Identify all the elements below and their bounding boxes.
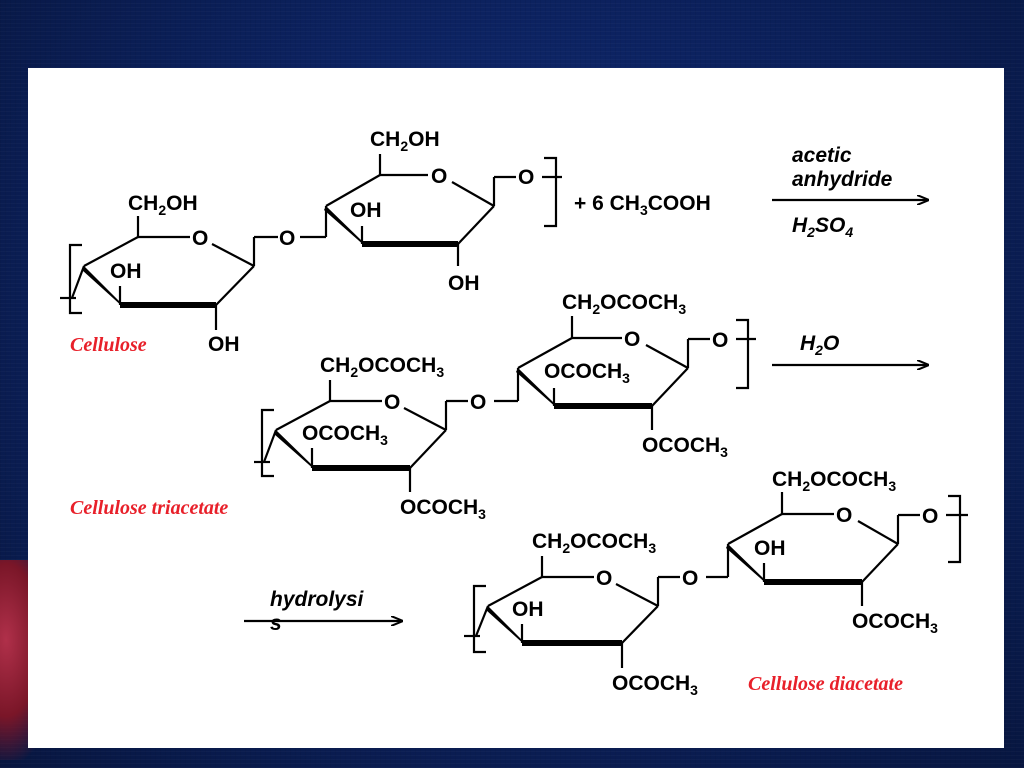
- triacetate-oac-2b: OCOCH3: [642, 434, 728, 460]
- cellulose-bracket-left: [68, 243, 82, 315]
- diacetate-bracket-right: [948, 494, 962, 564]
- triacetate-bracket-right: [736, 318, 750, 390]
- cellulose-ch2oh-1: CH2OH: [128, 192, 198, 218]
- cellulose-oh-1b: OH: [208, 333, 240, 356]
- condition-acetic: acetic: [792, 144, 852, 167]
- cellulose-oh-2a: OH: [350, 199, 382, 222]
- diacetate-ring-o-2: O: [836, 504, 852, 527]
- diacetate-oh-1: OH: [512, 598, 544, 621]
- cellulose-structure: CH2OH O OH OH O CH2OH O OH OH O Cellulos…: [60, 128, 562, 356]
- triacetate-structure: CH2OCOCH3 O OCOCH3 OCOCH3 O CH2OCOCH3 O …: [70, 291, 756, 522]
- diacetate-oh-2: OH: [754, 537, 786, 560]
- diacetate-ring-2: [706, 492, 968, 606]
- reaction-scheme: CH2OH O OH OH O CH2OH O OH OH O Cellulos…: [60, 128, 968, 698]
- triacetate-bracket-left: [260, 408, 274, 478]
- triacetate-ring-o-2: O: [624, 328, 640, 351]
- cellulose-bridge-o: O: [279, 227, 295, 250]
- triacetate-end-o: O: [712, 329, 728, 352]
- triacetate-ring-o-1: O: [384, 391, 400, 414]
- diacetate-bridge-o: O: [682, 567, 698, 590]
- cellulose-bracket-right: [544, 156, 558, 228]
- diacetate-ch2oac-2: CH2OCOCH3: [772, 468, 896, 494]
- cellulose-ch2oh-2: CH2OH: [370, 128, 440, 154]
- diacetate-structure: CH2OCOCH3 O OH OCOCH3 O CH2OCOCH3 O OH O…: [464, 468, 968, 698]
- condition-hydrolysis-2: s: [270, 612, 282, 635]
- diacetate-ring-o-1: O: [596, 567, 612, 590]
- triacetate-oac-1a: OCOCH3: [302, 422, 388, 448]
- cellulose-ring-2: [300, 154, 562, 266]
- cellulose-ring-o-1: O: [192, 227, 208, 250]
- triacetate-oac-2a: OCOCH3: [544, 360, 630, 386]
- content-panel: CH2OH O OH OH O CH2OH O OH OH O Cellulos…: [28, 68, 1004, 748]
- condition-hydrolysis-1: hydrolysi: [270, 588, 365, 611]
- cellulose-end-o: O: [518, 166, 534, 189]
- diacetate-ring-1: [474, 556, 680, 668]
- diacetate-oac-2b: OCOCH3: [852, 610, 938, 636]
- triacetate-ring-1: [262, 380, 468, 492]
- cellulose-ring-o-2: O: [431, 165, 447, 188]
- diacetate-ch2oac-1: CH2OCOCH3: [532, 530, 656, 556]
- cellulose-oh-1a: OH: [110, 260, 142, 283]
- triacetate-ch2oac-2: CH2OCOCH3: [562, 291, 686, 317]
- cellulose-oh-2b: OH: [448, 272, 480, 295]
- diacetate-end-o: O: [922, 505, 938, 528]
- triacetate-oac-1b: OCOCH3: [400, 496, 486, 522]
- triacetate-label: Cellulose triacetate: [70, 497, 228, 519]
- condition-anhydride: anhydride: [792, 168, 893, 191]
- triacetate-ch2oac-1: CH2OCOCH3: [320, 354, 444, 380]
- cellulose-ring-1: [70, 216, 278, 330]
- catalyst-h2so4: H2SO4: [792, 214, 853, 240]
- water-reagent: H2O: [800, 332, 839, 358]
- diacetate-label: Cellulose diacetate: [748, 673, 903, 695]
- cellulose-label: Cellulose: [70, 334, 147, 356]
- acetic-acid-reagent: + 6 CH3COOH: [574, 192, 711, 218]
- triacetate-bridge-o: O: [470, 391, 486, 414]
- diacetate-oac-1b: OCOCH3: [612, 672, 698, 698]
- diacetate-bracket-left: [472, 584, 486, 654]
- triacetate-ring-2: [494, 316, 756, 430]
